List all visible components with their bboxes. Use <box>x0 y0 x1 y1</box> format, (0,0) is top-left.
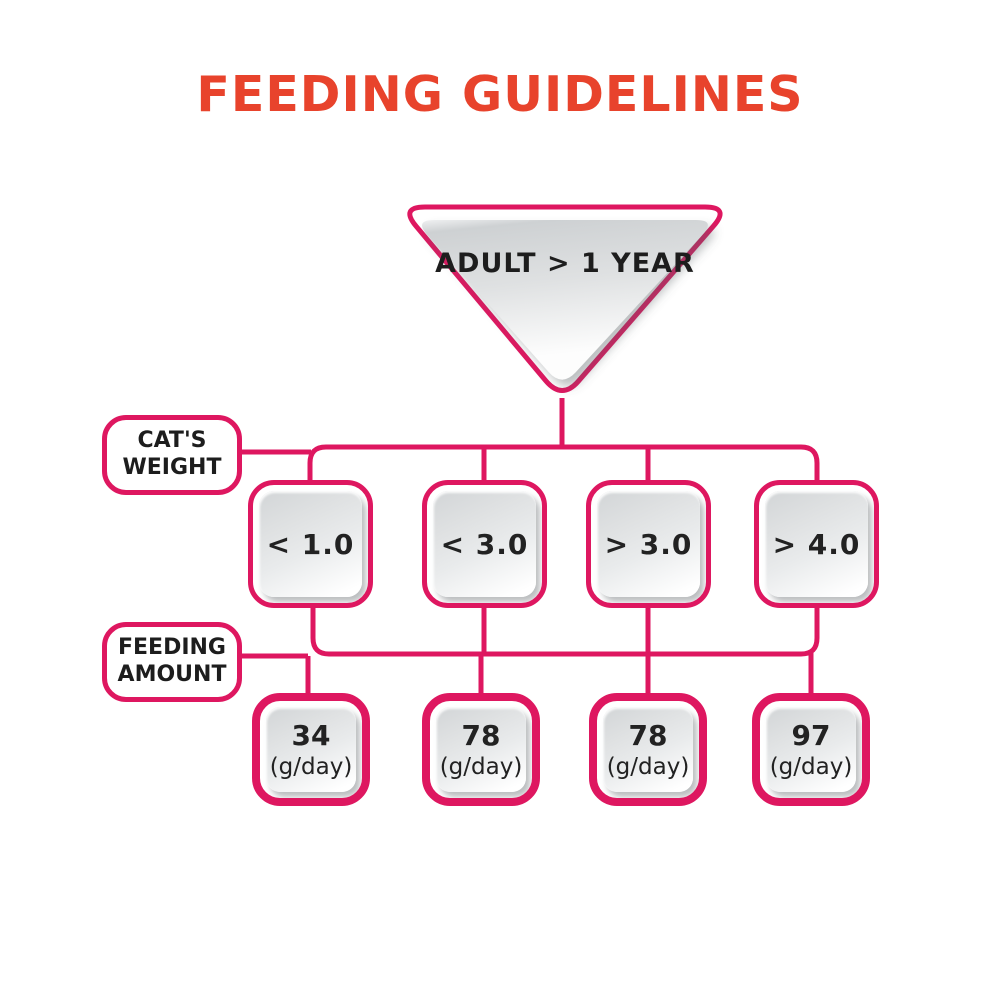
amount-node-2-value: 78 <box>461 718 501 752</box>
weight-node-1: < 1.0 <box>248 480 373 608</box>
amount-node-1-content: 34 (g/day) <box>266 707 356 792</box>
amount-node-3-value: 78 <box>628 718 668 752</box>
amount-node-2: 78 (g/day) <box>422 693 540 806</box>
page-title: FEEDING GUIDELINES <box>196 66 804 123</box>
amount-node-3-unit: (g/day) <box>606 753 690 780</box>
weight-node-2-value: < 3.0 <box>433 491 536 597</box>
amount-node-2-content: 78 (g/day) <box>436 707 526 792</box>
weight-node-4-value: > 4.0 <box>765 491 868 597</box>
amount-bus-line <box>310 606 820 657</box>
weight-node-2: < 3.0 <box>422 480 547 608</box>
root-triangle-shape <box>407 204 723 394</box>
root-node-label: ADULT > 1 YEAR <box>435 248 695 279</box>
amount-node-4: 97 (g/day) <box>752 693 870 806</box>
amount-node-1-value: 34 <box>291 718 331 752</box>
amount-node-4-content: 97 (g/day) <box>766 707 856 792</box>
amount-node-1: 34 (g/day) <box>252 693 370 806</box>
cats-weight-line2: WEIGHT <box>122 455 222 480</box>
feeding-amount-line1: FEEDING <box>117 635 226 661</box>
weight-node-3-value: > 3.0 <box>597 491 700 597</box>
amount-node-3-content: 78 (g/day) <box>603 707 693 792</box>
weight-node-1-value: < 1.0 <box>259 491 362 597</box>
triangle-inner-face <box>421 220 708 380</box>
amount-node-4-value: 97 <box>791 718 831 752</box>
weight-node-4: > 4.0 <box>754 480 879 608</box>
amount-node-2-unit: (g/day) <box>439 753 523 780</box>
weight-node-3: > 3.0 <box>586 480 711 608</box>
feeding-amount-label: FEEDING AMOUNT <box>102 622 242 702</box>
feeding-amount-line2: AMOUNT <box>117 662 227 687</box>
amount-node-4-unit: (g/day) <box>769 753 853 780</box>
amount-node-3: 78 (g/day) <box>589 693 707 806</box>
cats-weight-line1: CAT'S <box>137 428 207 454</box>
amount-node-1-unit: (g/day) <box>269 753 353 780</box>
cats-weight-label: CAT'S WEIGHT <box>102 415 242 495</box>
weight-bus-line <box>307 444 820 483</box>
